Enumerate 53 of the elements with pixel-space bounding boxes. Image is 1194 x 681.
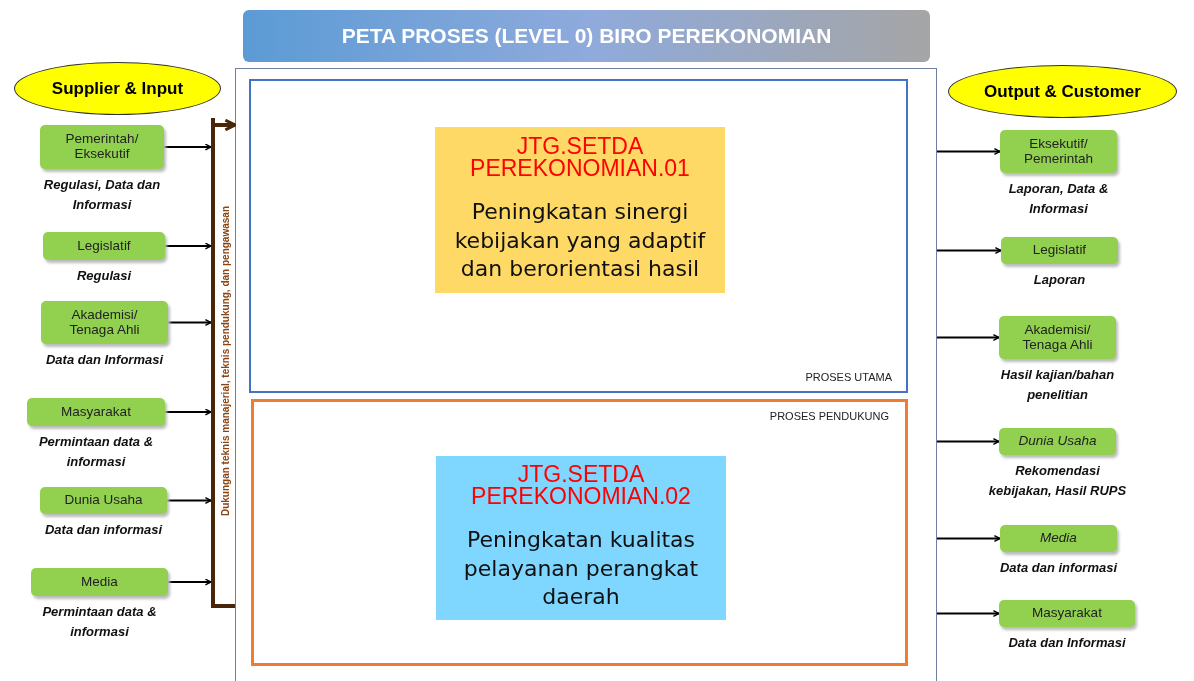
arrow xyxy=(936,247,1002,254)
process-box xyxy=(435,127,725,293)
panel-label: PROSES UTAMA xyxy=(805,371,892,383)
arrow xyxy=(936,148,1001,155)
stakeholder-box: Dunia Usaha xyxy=(999,428,1116,455)
arrow xyxy=(163,143,212,151)
stakeholder-box: Masyarakat xyxy=(27,398,165,426)
flow-caption: Rekomendasi kebijakan, Hasil RUPS xyxy=(987,462,1128,500)
process-box xyxy=(436,456,726,620)
arrow xyxy=(936,334,1000,341)
stakeholder-box: Pemerintah/ Eksekutif xyxy=(40,125,164,169)
stakeholder-box: Akademisi/ Tenaga Ahli xyxy=(999,316,1116,359)
flow-caption: Regulasi xyxy=(75,267,133,285)
panel-label: PROSES PENDUKUNG xyxy=(769,410,889,422)
flow-caption: Data dan informasi xyxy=(999,559,1119,577)
flow-caption: Data dan Informasi xyxy=(45,351,165,369)
flow-caption: Regulasi, Data dan Informasi xyxy=(42,176,162,214)
flow-caption: Data dan informasi xyxy=(44,521,164,539)
title-banner: PETA PROSES (LEVEL 0) BIRO PEREKONOMIAN xyxy=(243,10,930,62)
arrow xyxy=(167,578,212,586)
group-heading-ellipse: Output & Customer xyxy=(948,65,1177,118)
group-heading-ellipse: Supplier & Input xyxy=(14,62,221,115)
stakeholder-box: Akademisi/ Tenaga Ahli xyxy=(41,301,168,344)
stakeholder-box: Media xyxy=(1000,525,1117,552)
arrow xyxy=(166,497,212,504)
arrow xyxy=(936,610,1000,617)
process-code: JTG.SETDA PEREKONOMIAN.02 xyxy=(470,464,692,508)
support-label: Dukungan teknis manajerial, teknis pendukung, dan pengawasan xyxy=(219,205,231,517)
stakeholder-box: Dunia Usaha xyxy=(40,487,167,514)
arrow xyxy=(936,438,1000,445)
support-bracket xyxy=(211,118,235,608)
main-process-panel xyxy=(249,79,908,393)
flow-caption: Permintaan data & informasi xyxy=(41,603,158,641)
flow-caption: Data dan Informasi xyxy=(1007,634,1127,652)
flow-caption: Hasil kajian/bahan penelitian xyxy=(999,366,1116,404)
arrow xyxy=(213,118,237,132)
stakeholder-box: Media xyxy=(31,568,168,596)
stakeholder-box: Legislatif xyxy=(1001,237,1118,264)
arrow xyxy=(164,242,212,250)
flow-caption: Laporan, Data & Informasi xyxy=(1007,180,1110,218)
arrow xyxy=(164,408,212,416)
process-description: Peningkatan sinergi kebijakan yang adaptif dan berorientasi hasil xyxy=(453,197,707,284)
flow-caption: Permintaan data & informasi xyxy=(37,433,155,471)
support-process-panel xyxy=(251,399,908,666)
stakeholder-box: Masyarakat xyxy=(999,600,1135,627)
process-frame xyxy=(235,68,937,681)
arrow xyxy=(167,319,212,326)
stakeholder-box: Eksekutif/ Pemerintah xyxy=(1000,130,1117,173)
arrow xyxy=(936,535,1001,542)
stakeholder-box: Legislatif xyxy=(43,232,165,260)
flow-caption: Laporan xyxy=(1032,271,1087,289)
process-code: JTG.SETDA PEREKONOMIAN.01 xyxy=(469,136,691,180)
process-description: Peningkatan kualitas pelayanan perangkat daerah xyxy=(462,525,700,612)
